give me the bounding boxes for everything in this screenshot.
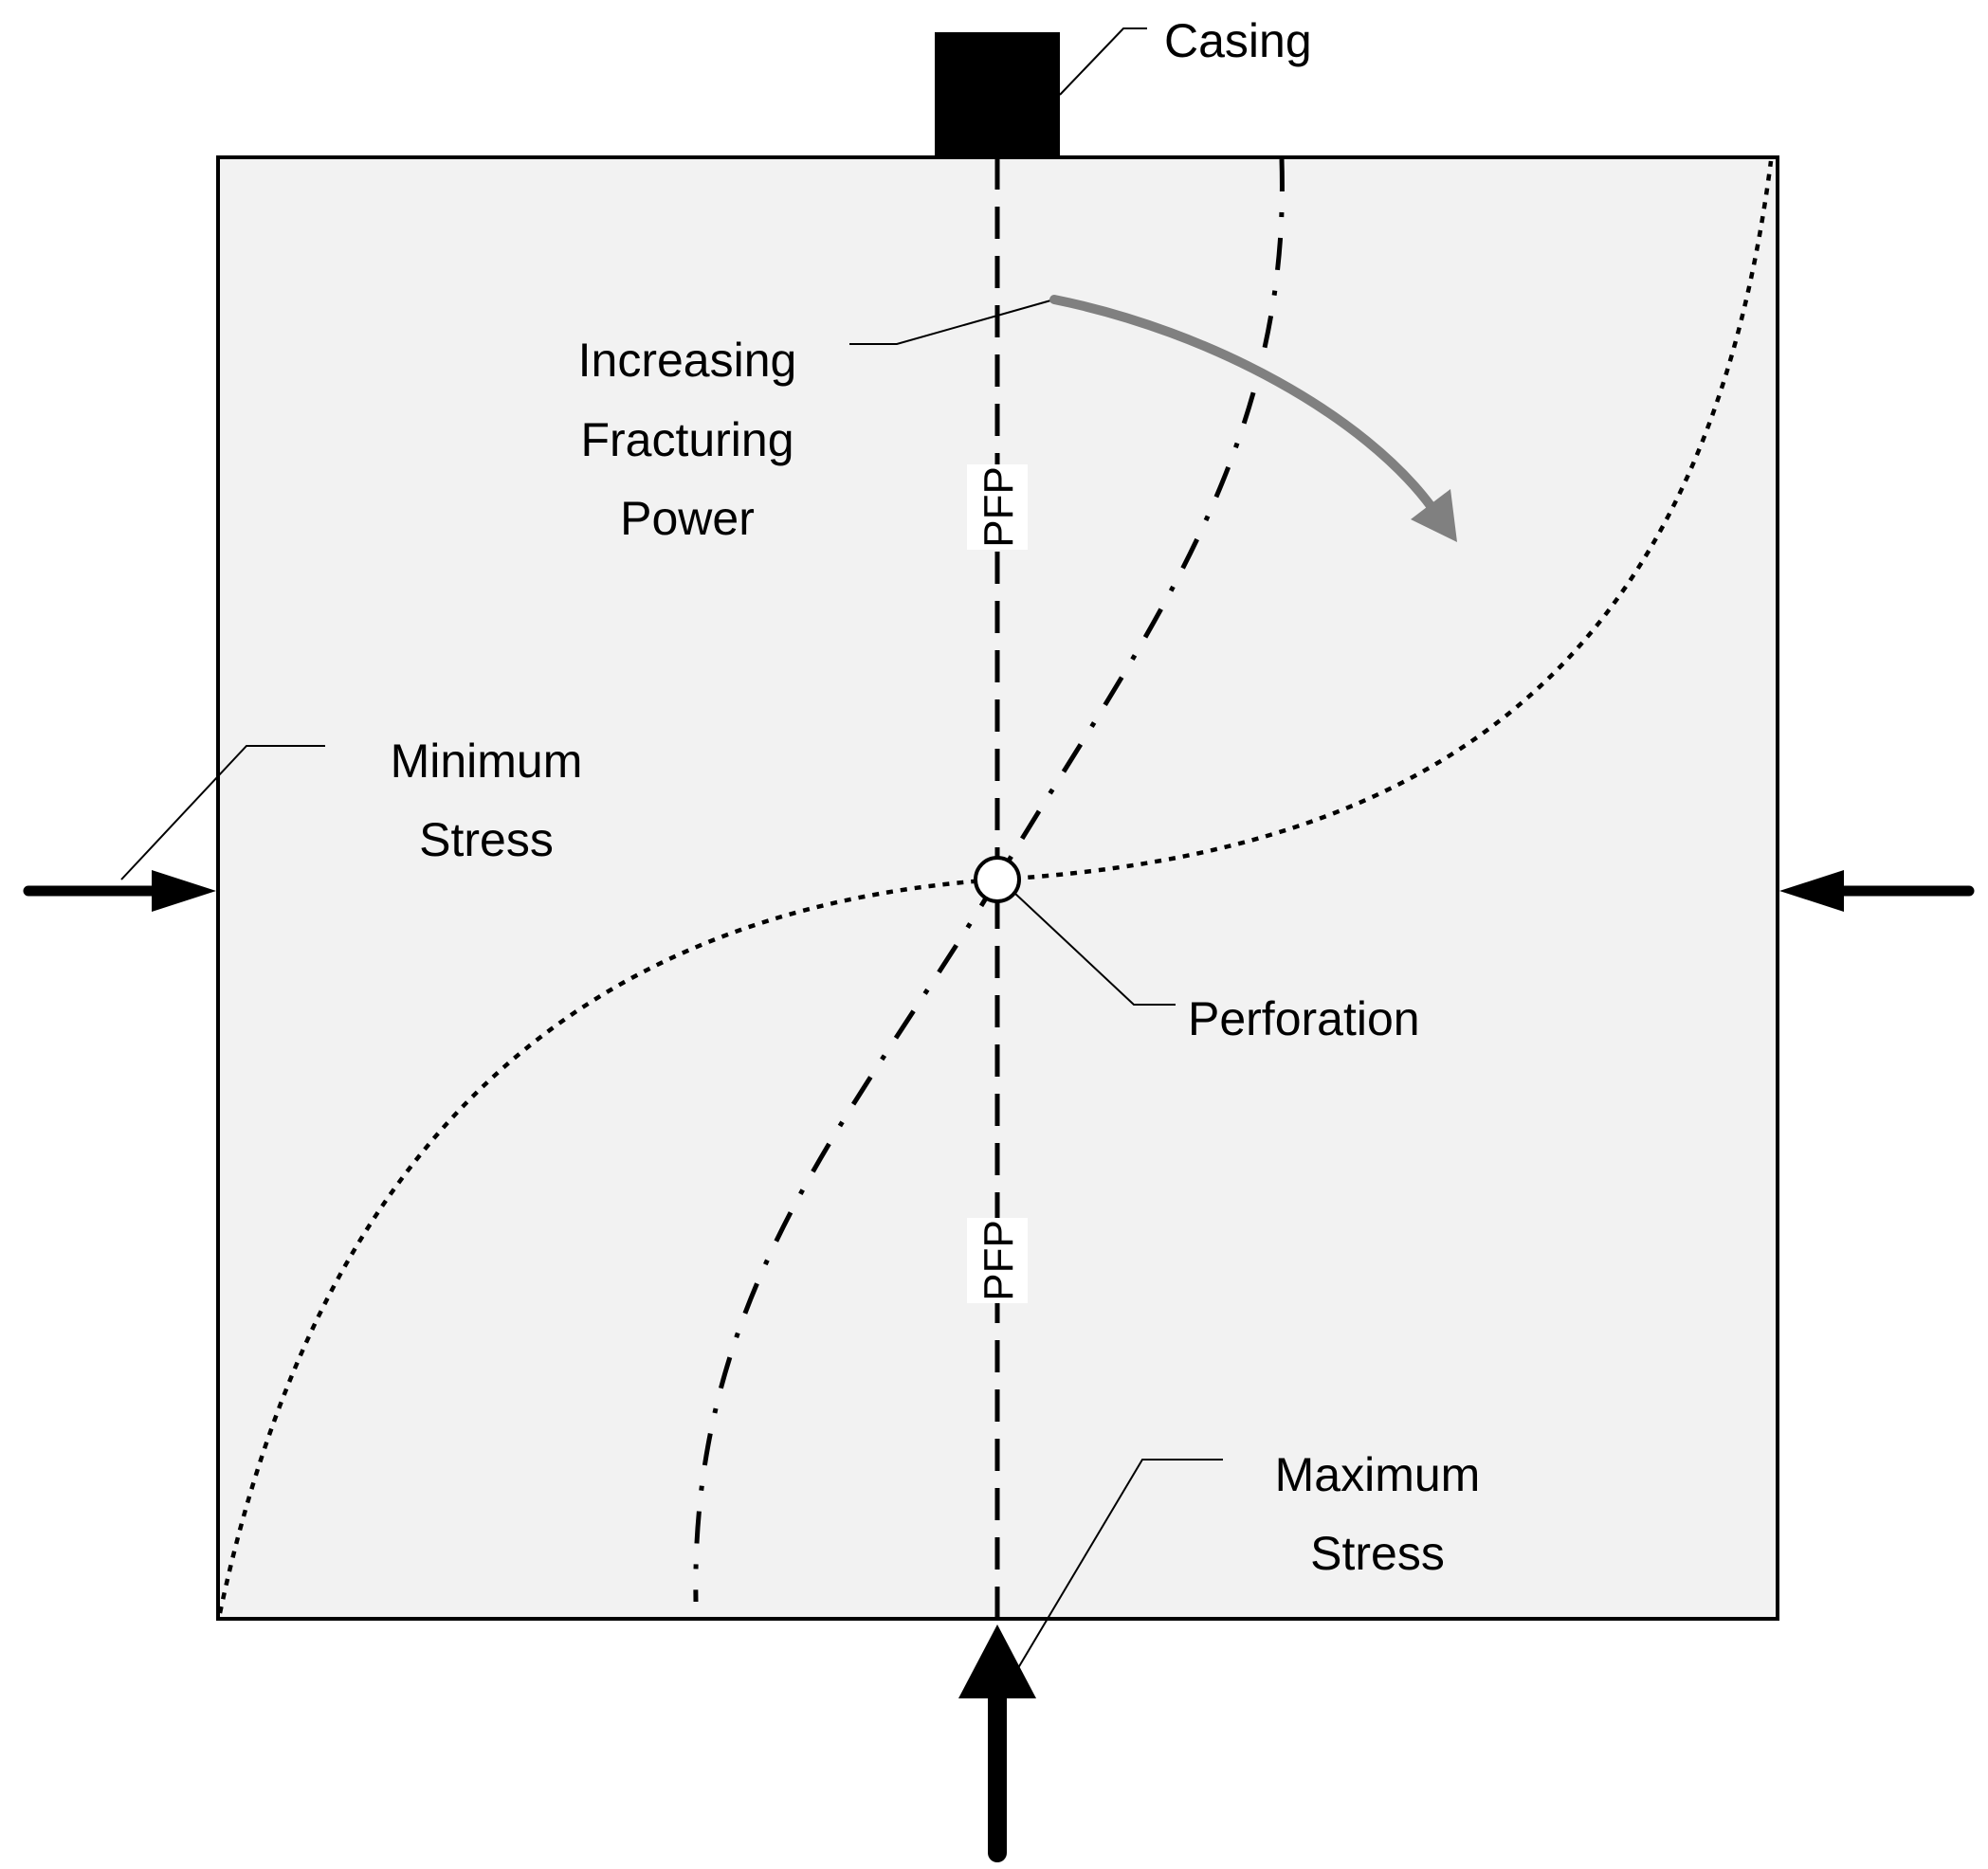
bottom-stress-arrow-head (958, 1624, 1036, 1698)
power-label-line-1: Increasing (578, 334, 797, 387)
pfp-upper-background (967, 464, 1028, 550)
casing-block (935, 32, 1060, 157)
power-label-line-3: Power (620, 492, 755, 545)
power-leader-line (849, 299, 1055, 345)
maximum-stress-label-line-2: Stress (1310, 1527, 1445, 1580)
perforation-leader-line (1013, 892, 1176, 1006)
pfp-lower-label: PFP (976, 1220, 1022, 1301)
casing-leader-line (1059, 27, 1147, 96)
power-arrow-head (1411, 489, 1457, 542)
dotted-fracture-path (217, 160, 1774, 1614)
minimum-stress-label-line-1: Minimum (391, 735, 583, 788)
power-label-line-2: Fracturing (580, 413, 793, 466)
perforation-label: Perforation (1188, 992, 1420, 1045)
casing-label: Casing (1164, 14, 1312, 67)
pfp-upper-label: PFP (976, 466, 1022, 548)
minimum-stress-leader-line (120, 745, 325, 880)
right-stress-arrow-head (1779, 870, 1844, 912)
pfp-lower-background (967, 1218, 1028, 1303)
maximum-stress-label-line-1: Maximum (1275, 1448, 1481, 1501)
left-stress-arrow-head (152, 870, 216, 912)
maximum-stress-leader-line (1012, 1459, 1223, 1678)
minimum-stress-label-line-2: Stress (419, 813, 554, 866)
perforation-marker (974, 856, 1021, 903)
power-arrow-shaft (1049, 295, 1436, 512)
